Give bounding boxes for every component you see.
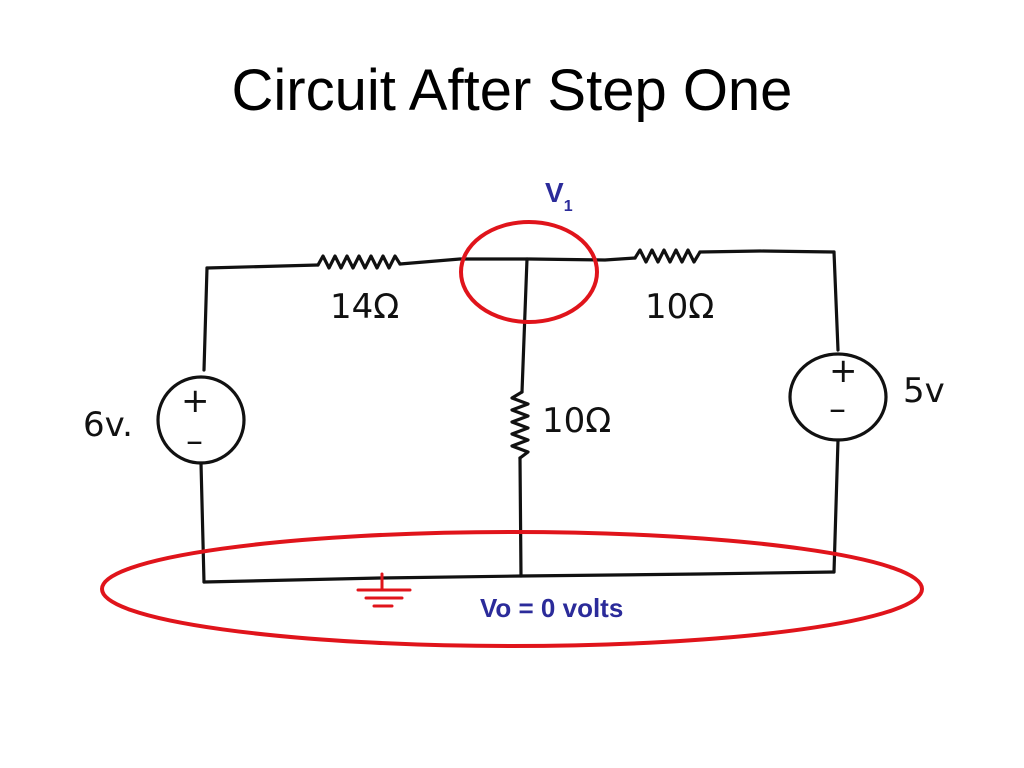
- label-v-left: 6v.: [83, 405, 133, 445]
- node-v1-label: V1: [545, 177, 573, 215]
- resistor-10-ohm-right: [633, 248, 702, 264]
- node-v1-main: V: [545, 177, 564, 208]
- source-5v-minus: –: [829, 389, 846, 429]
- right-wire-upper: [832, 250, 840, 352]
- resistor-10-ohm-middle: [510, 390, 530, 460]
- label-v-right: 5v: [903, 371, 945, 411]
- node-v1-subscript: 1: [564, 198, 573, 215]
- source-6v-plus: +: [181, 381, 210, 421]
- middle-wire-lower: [518, 456, 523, 578]
- label-r-right: 10Ω: [645, 287, 714, 327]
- label-r-left: 14Ω: [330, 287, 399, 327]
- source-6v-minus: –: [186, 421, 203, 461]
- top-wire-mid: [398, 256, 637, 266]
- ground-highlight: [100, 530, 924, 648]
- ground-voltage-note: Vo = 0 volts: [480, 593, 623, 623]
- middle-wire-upper: [520, 257, 529, 394]
- left-wire-upper: [202, 266, 209, 372]
- right-wire-lower: [832, 438, 840, 574]
- top-wire-right: [698, 249, 836, 254]
- resistor-14-ohm: [316, 254, 402, 270]
- left-wire-lower: [199, 461, 206, 584]
- bottom-wire: [202, 570, 836, 584]
- label-r-middle: 10Ω: [542, 401, 611, 441]
- ground-symbol-icon: [356, 572, 412, 608]
- top-wire-left: [205, 263, 320, 270]
- source-5v-plus: +: [829, 351, 858, 391]
- node-v1-highlight: [459, 220, 599, 324]
- slide-title: Circuit After Step One: [231, 58, 793, 123]
